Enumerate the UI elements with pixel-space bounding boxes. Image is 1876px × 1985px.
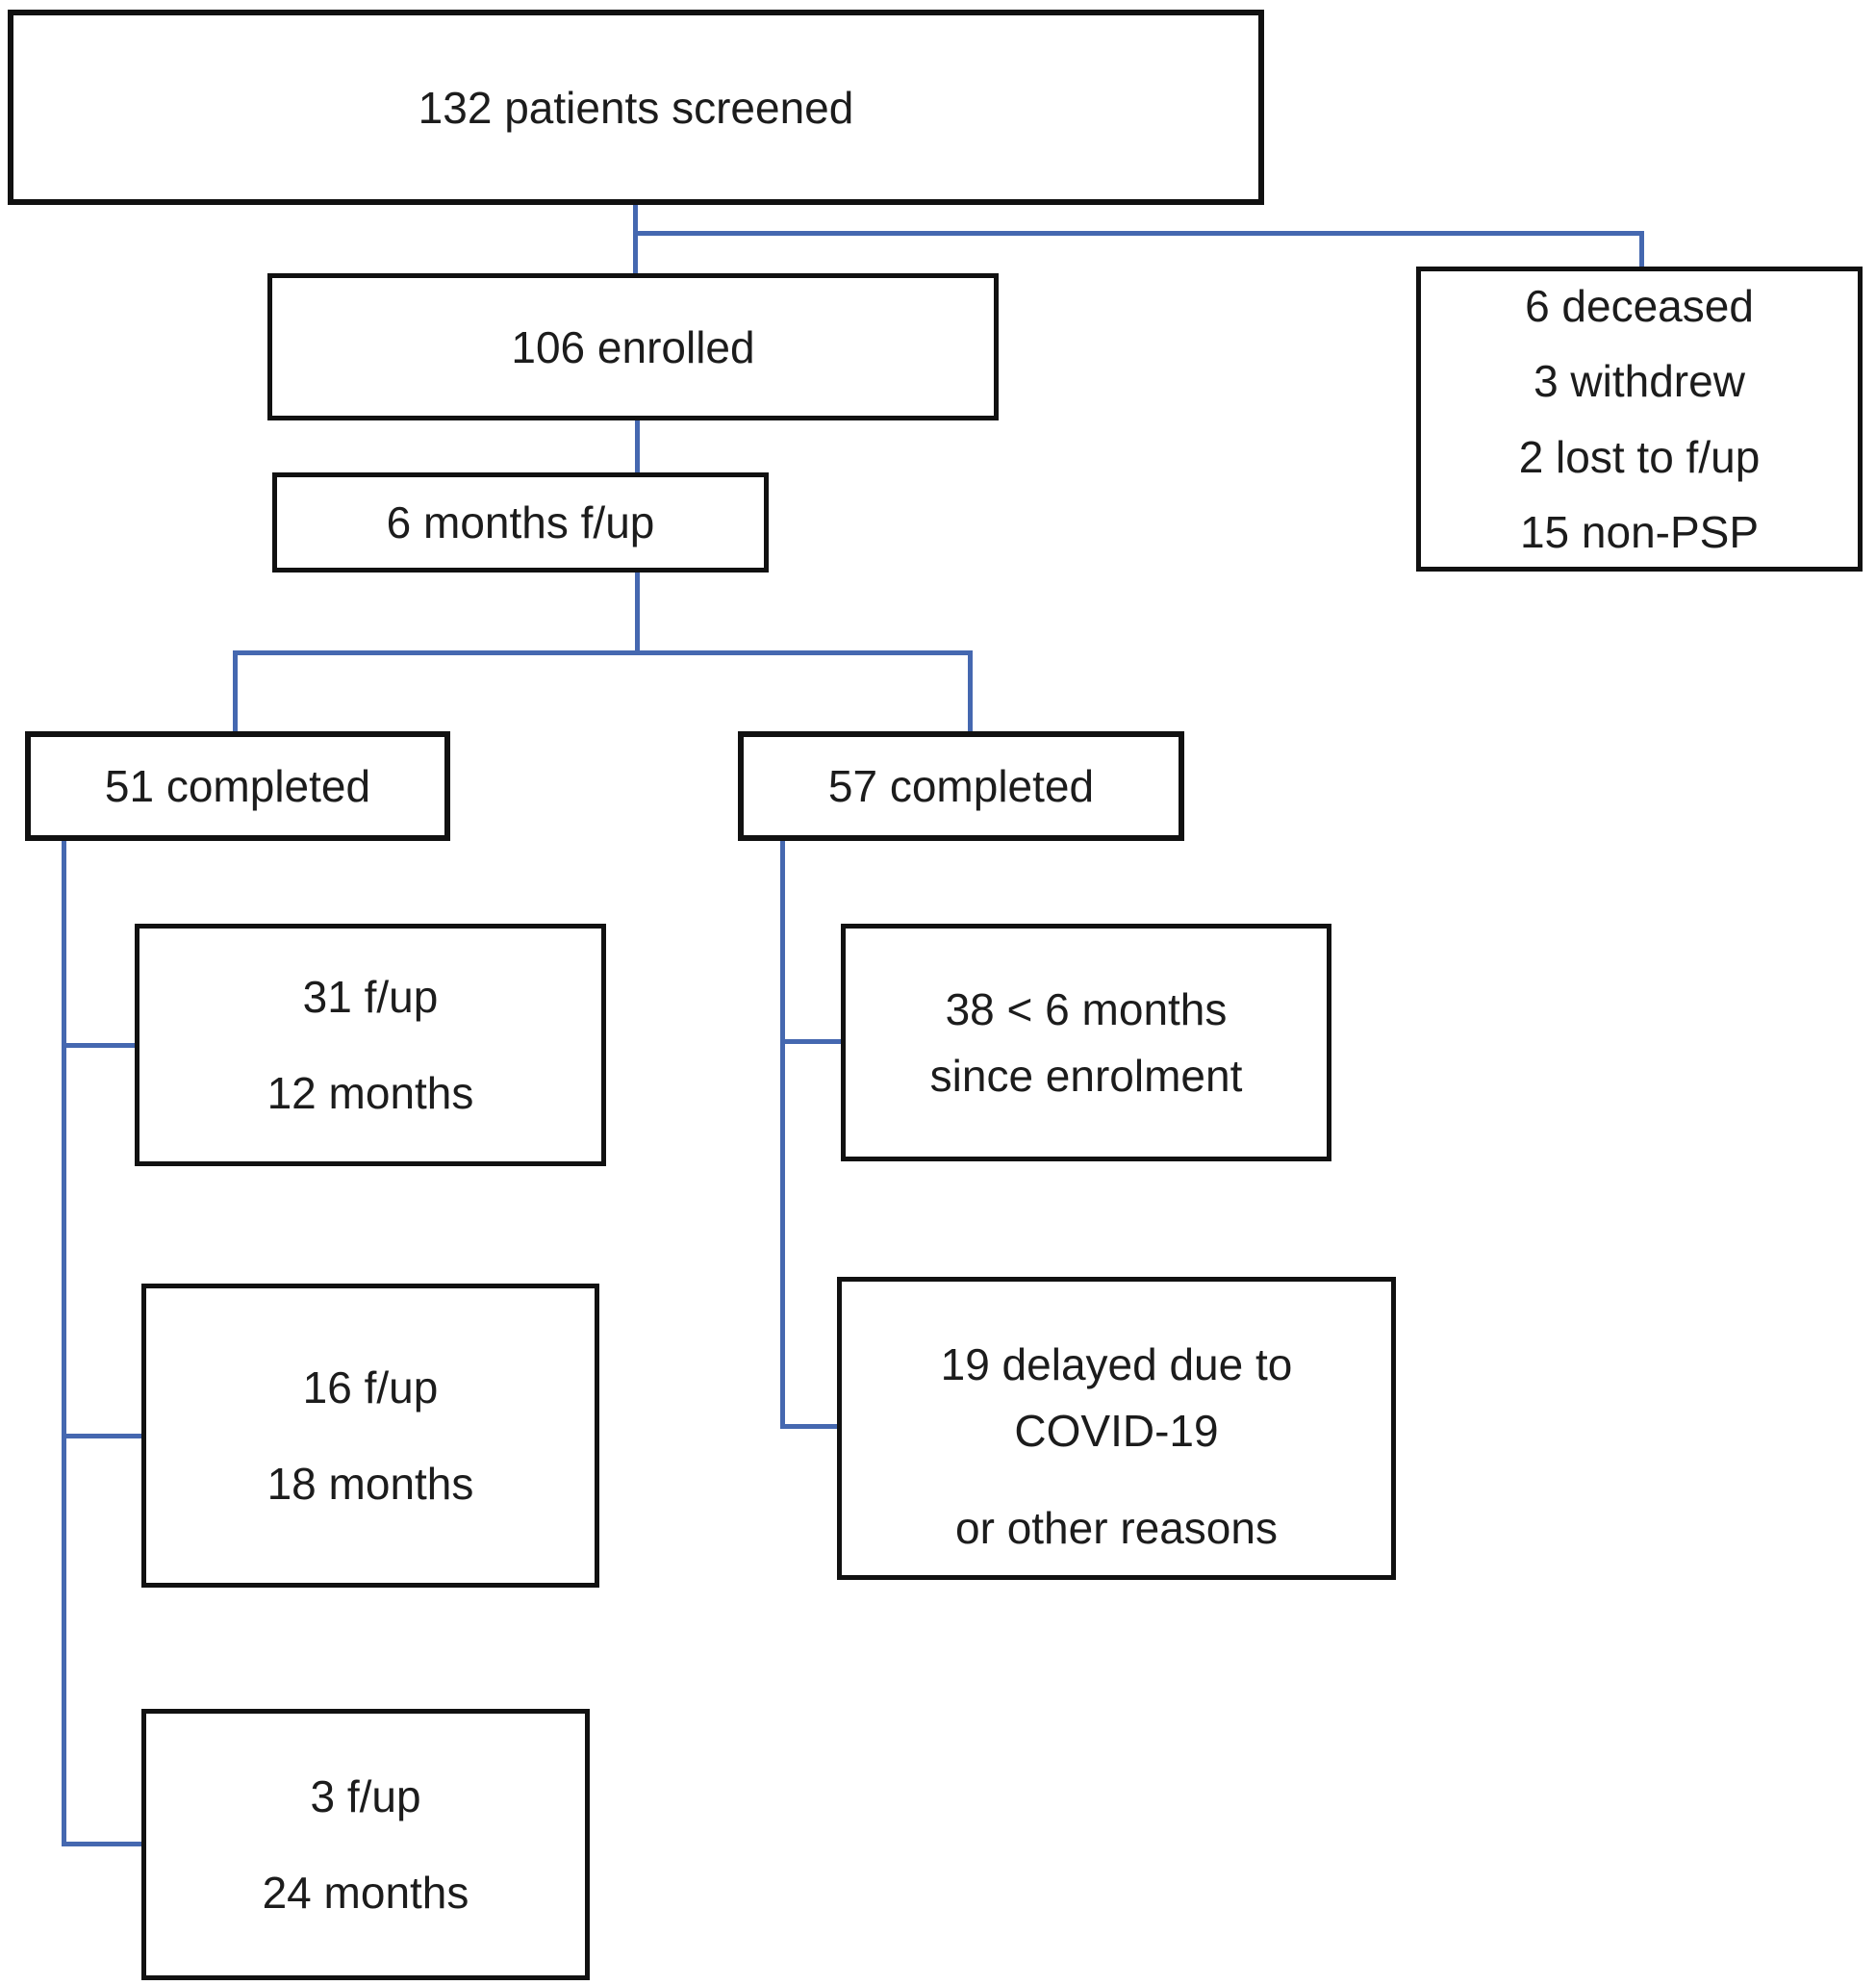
connector-branch-to-57 [968, 650, 973, 733]
node-6-months-fup: 6 months f/up [272, 472, 769, 573]
connector-6months-to-branch [635, 571, 640, 655]
node-51-completed: 51 completed [25, 731, 450, 841]
node-fup-24-months: 3 f/up 24 months [141, 1709, 590, 1980]
fup-24-count: 3 f/up [310, 1771, 421, 1821]
node-6-months-fup-label: 6 months f/up [386, 497, 655, 547]
node-57-completed-label: 57 completed [827, 761, 1095, 811]
node-57-completed: 57 completed [738, 731, 1184, 841]
connector-elbow-18months [62, 1434, 143, 1438]
fup-24-label: 24 months [262, 1868, 469, 1918]
connector-57-rail [780, 839, 785, 1428]
connector-branch-to-51 [233, 650, 238, 733]
node-under-6-months: 38 < 6 months since enrolment [841, 924, 1331, 1161]
connector-elbow-24months [62, 1842, 143, 1846]
node-screened-label: 132 patients screened [418, 82, 854, 133]
node-51-completed-label: 51 completed [104, 761, 371, 811]
delayed-line1: 19 delayed due to [940, 1339, 1293, 1389]
exclusion-deceased: 6 deceased [1525, 281, 1754, 332]
delayed-line3: or other reasons [955, 1503, 1278, 1553]
connector-screened-to-exclusions-v [1639, 231, 1644, 269]
node-fup-18-months: 16 f/up 18 months [141, 1284, 599, 1588]
connector-elbow-delayed [780, 1424, 839, 1429]
connector-screened-to-exclusions-h [633, 231, 1644, 236]
under-6-months-line2: since enrolment [929, 1050, 1243, 1101]
node-enrolled-label: 106 enrolled [511, 321, 755, 372]
connector-elbow-under6months [780, 1039, 843, 1044]
connector-branch-horizontal [233, 650, 973, 655]
exclusion-lost-fup: 2 lost to f/up [1518, 431, 1761, 482]
fup-12-label: 12 months [266, 1068, 474, 1118]
connector-elbow-12months [62, 1043, 137, 1048]
exclusion-withdrew: 3 withdrew [1534, 356, 1745, 407]
connector-screened-to-enrolled [633, 205, 638, 274]
node-exclusions: 6 deceased 3 withdrew 2 lost to f/up 15 … [1416, 267, 1863, 572]
fup-18-count: 16 f/up [302, 1362, 439, 1412]
delayed-line2: COVID-19 [1014, 1406, 1219, 1456]
exclusion-non-psp: 15 non-PSP [1519, 506, 1760, 557]
connector-51-rail [62, 839, 66, 1846]
fup-12-count: 31 f/up [302, 972, 439, 1022]
node-enrolled: 106 enrolled [267, 273, 999, 420]
connector-enrolled-to-6months [635, 419, 640, 474]
node-screened: 132 patients screened [8, 10, 1264, 205]
node-delayed: 19 delayed due to COVID-19 or other reas… [837, 1277, 1396, 1580]
node-fup-12-months: 31 f/up 12 months [135, 924, 606, 1166]
fup-18-label: 18 months [266, 1459, 474, 1509]
under-6-months-line1: 38 < 6 months [945, 983, 1228, 1034]
